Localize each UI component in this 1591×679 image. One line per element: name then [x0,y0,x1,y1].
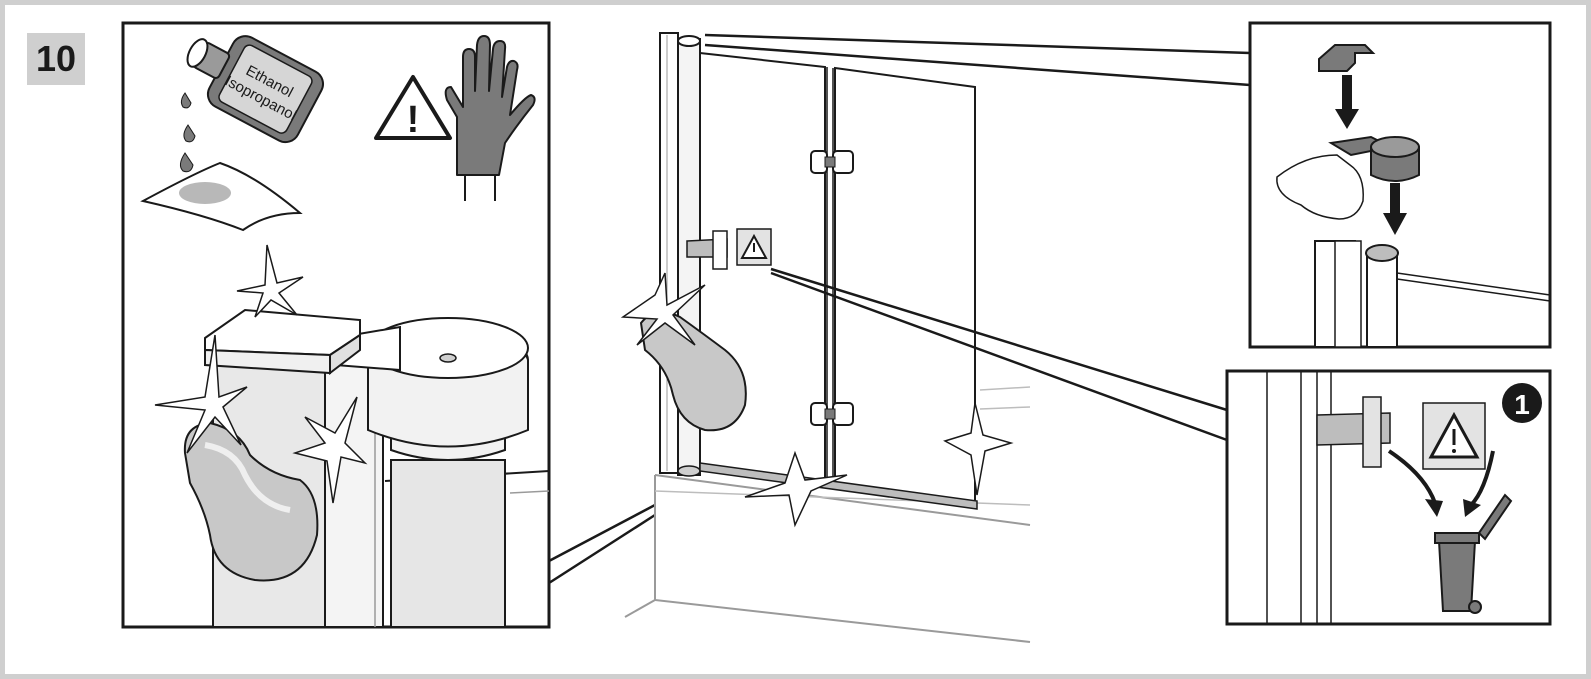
shower-screen-overview [620,32,1031,643]
sparkle-icon [620,272,706,346]
hinge-cap-closeup [204,308,550,628]
glove-icon [444,35,536,201]
panel-hinge [810,150,854,174]
panel-hinge [810,402,854,426]
sparkle-icon [744,450,848,528]
sparkle-icon [236,244,304,318]
warning-sticker [736,228,772,266]
cleaning-bottle-icon: Ethanol Isopropanol [179,35,324,173]
trash-bin-icon [1434,493,1513,614]
warning-glyph: ! [407,99,420,141]
sparkle-icon [943,402,1014,496]
wiping-cloth [183,421,319,582]
sparkle-icon [154,334,248,454]
wiping-cloth [639,311,747,432]
cleaning-cloth-icon [140,161,303,232]
cap-mounting-detail-panel [1248,21,1552,349]
step-one-badge: 1 [1502,383,1542,423]
step-number: 10 [35,38,77,79]
cleaning-detail-panel: Ethanol Isopropanol ! [121,21,656,629]
step-number-badge: 10 [27,33,85,85]
warning-icon: ! [374,75,452,141]
sparkle-icon [292,396,368,504]
callout-step-number: 1 [1514,389,1530,420]
sticker-removal-detail-panel: 1 [1225,369,1552,626]
warning-sticker [1422,402,1486,470]
assembly-illustration: Ethanol Isopropanol ! [121,21,1552,643]
